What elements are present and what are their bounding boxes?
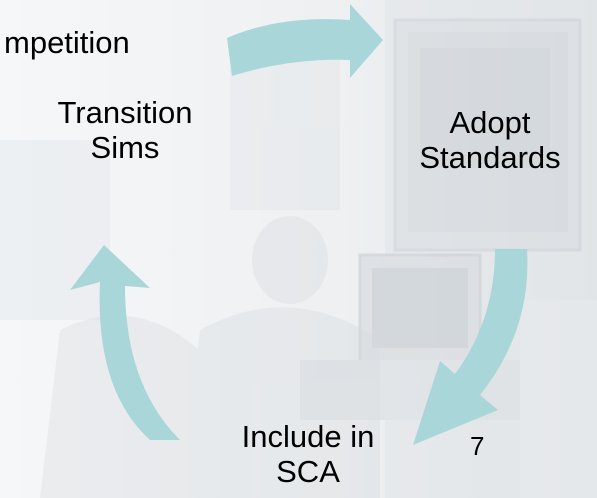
cycle-step-adopt-standards: Adopt Standards [372, 105, 597, 175]
step-transition-line1: Transition [57, 95, 193, 130]
step-adopt-line1: Adopt [449, 105, 531, 140]
step-adopt-line2: Standards [419, 139, 561, 175]
step-include-line1: Include in [241, 419, 375, 454]
step-transition-line2: Sims [90, 129, 160, 165]
page-number: 7 [470, 431, 485, 461]
step-competition-text: mpetition [4, 25, 130, 60]
cycle-step-include-in-sca: Include in SCA [198, 419, 418, 489]
step-include-line2: SCA [276, 453, 340, 489]
cycle-arrow-top [227, 4, 383, 78]
cycle-step-competition: mpetition [4, 25, 130, 61]
cycle-step-transition-sims: Transition Sims [10, 95, 240, 165]
cycle-arrow-right [413, 249, 528, 445]
cycle-arrow-left [70, 245, 180, 440]
